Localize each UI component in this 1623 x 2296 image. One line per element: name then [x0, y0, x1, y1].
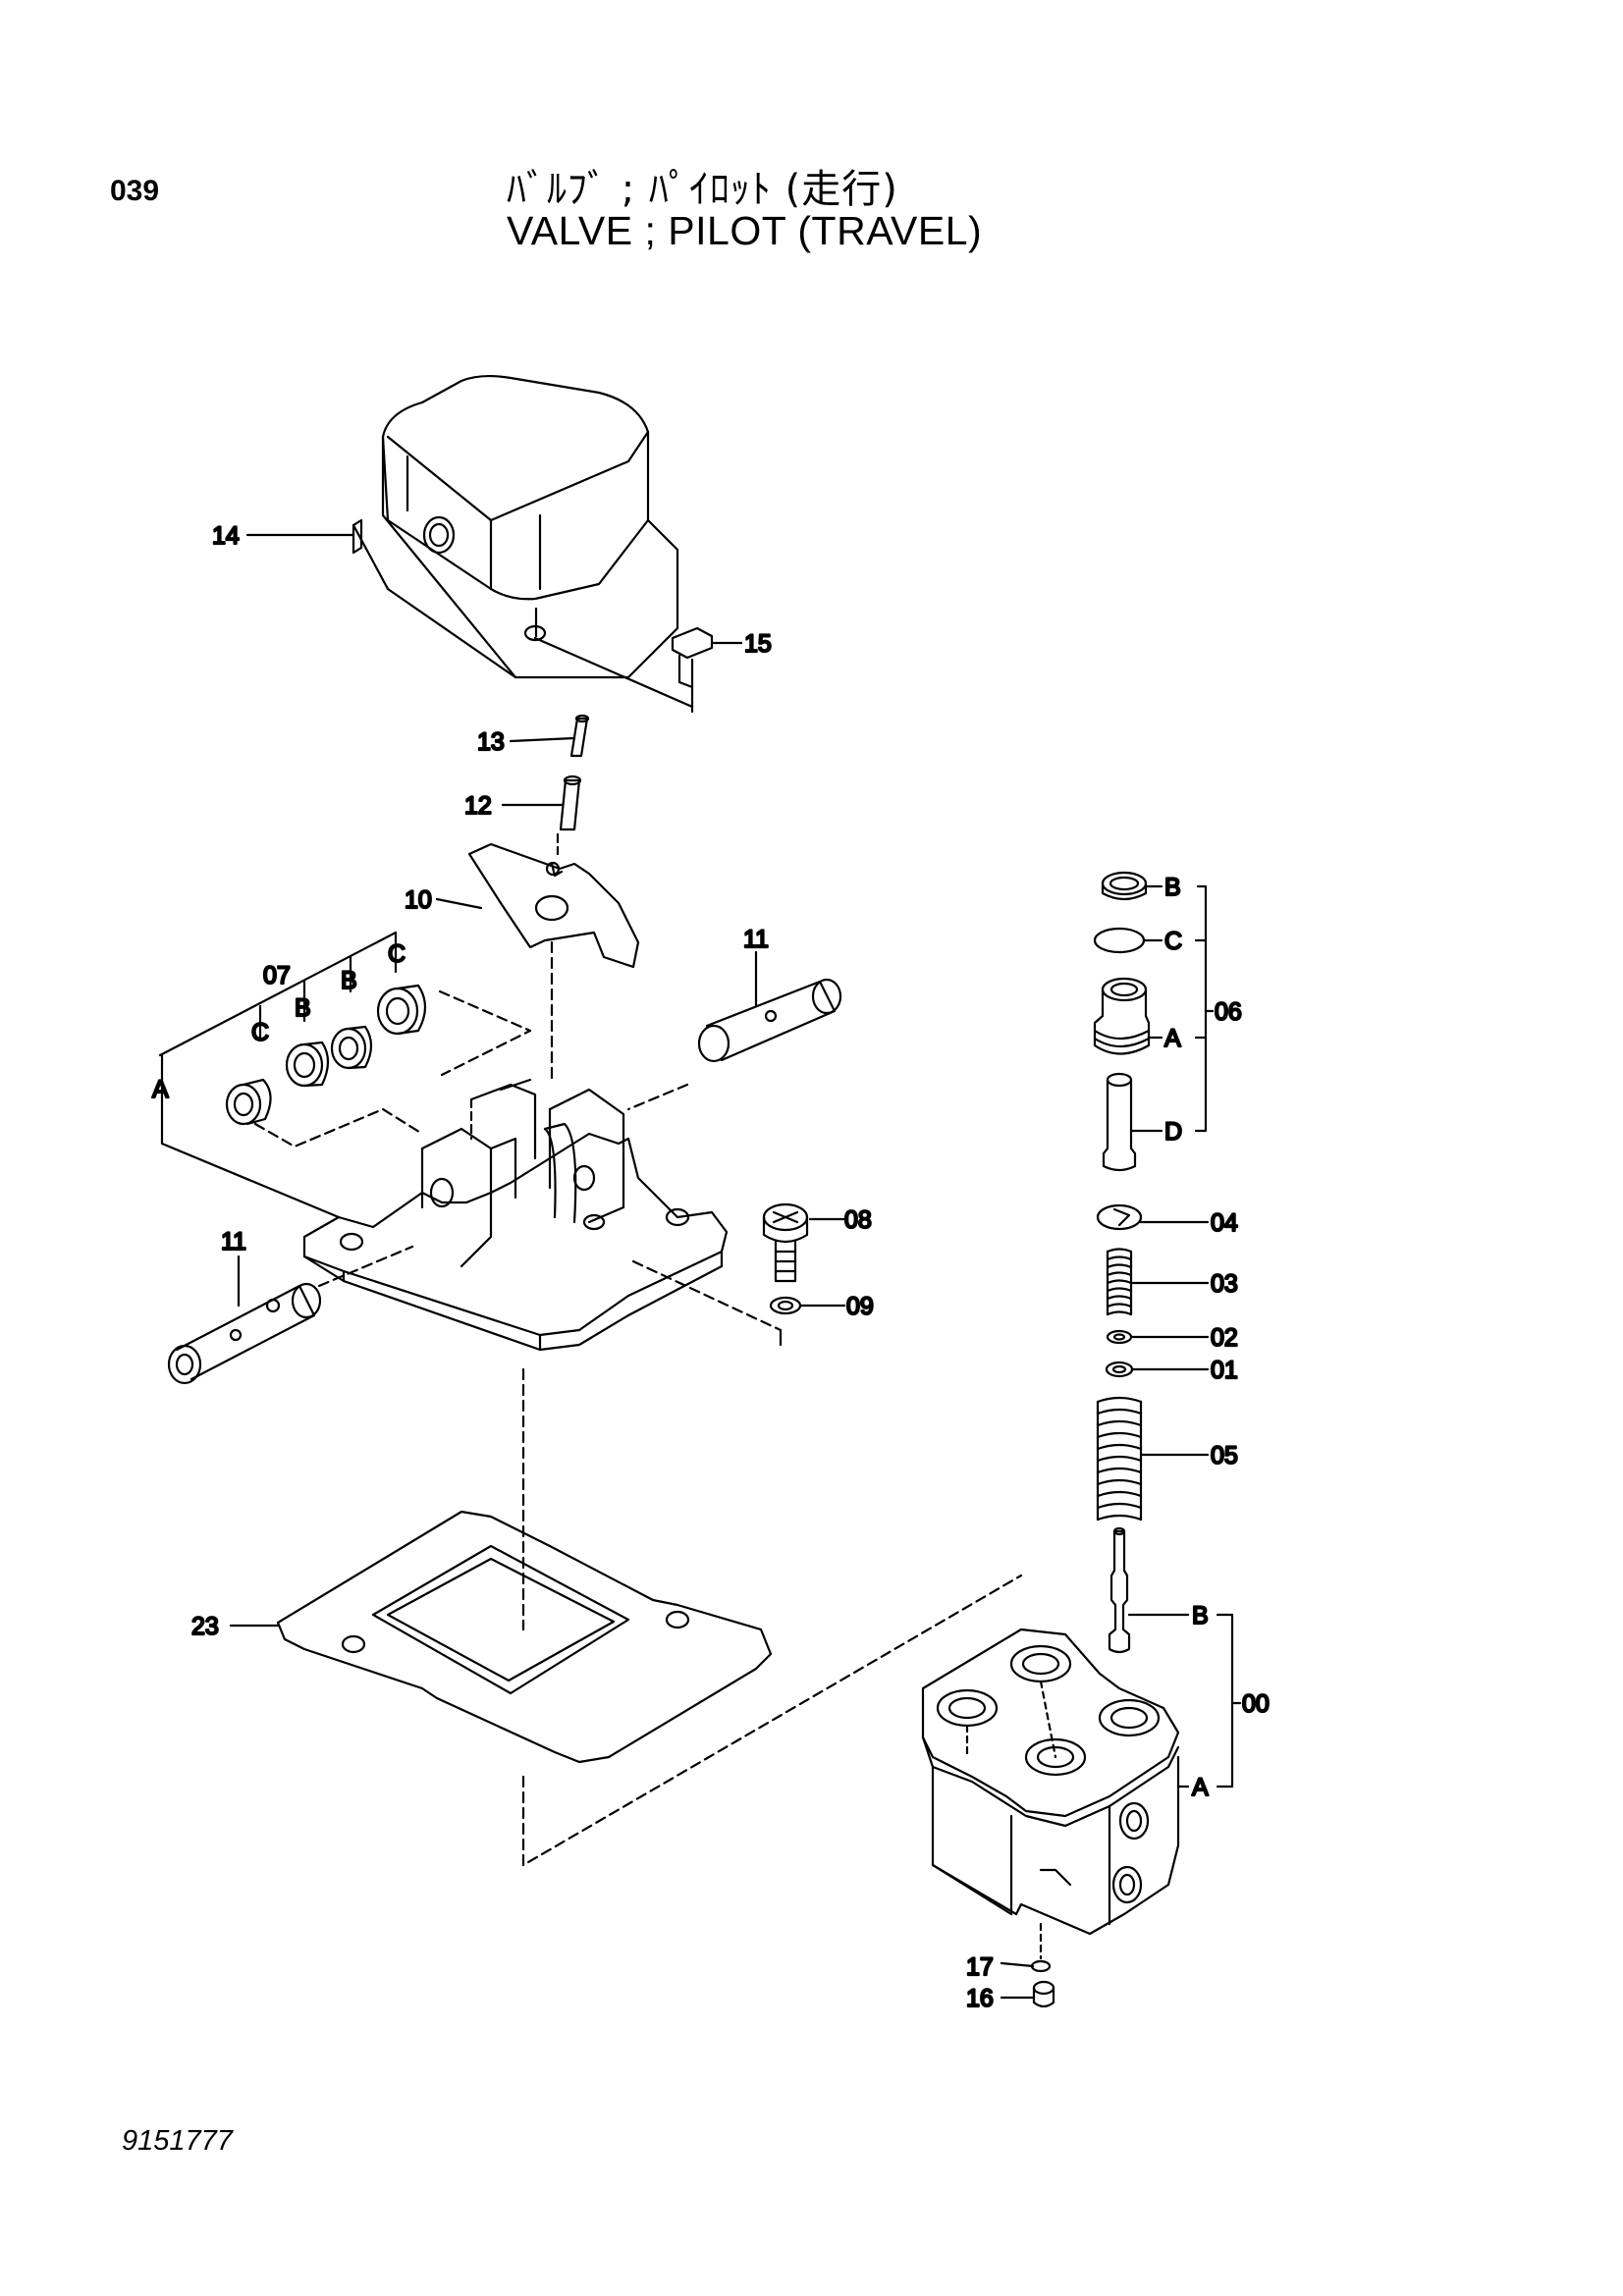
pin-part-13 — [569, 714, 590, 758]
bolt-part-15 — [533, 626, 714, 714]
seal-set-part-07 — [225, 984, 532, 1148]
sub-label-b-left-1: B — [295, 994, 311, 1022]
callout-15: 15 — [744, 630, 772, 658]
callout-16: 16 — [966, 1985, 994, 2012]
section-code: 039 — [110, 175, 160, 207]
washer-part-01 — [1105, 1361, 1134, 1378]
callout-01: 01 — [1211, 1357, 1238, 1384]
callout-10: 10 — [405, 886, 432, 914]
spool-guide-part-06a — [1093, 977, 1151, 1055]
lever-part-10 — [467, 842, 640, 969]
callout-11-lower: 11 — [221, 1228, 246, 1255]
washer-part-09 — [769, 1296, 802, 1315]
sub-label-a-06: A — [1164, 1025, 1181, 1052]
leader-lines — [229, 533, 1242, 2000]
callout-17: 17 — [966, 1953, 994, 1981]
sub-label-b-06: B — [1164, 874, 1181, 901]
cover-part-14 — [352, 374, 679, 679]
callout-13: 13 — [477, 728, 505, 756]
pin-part-11-upper — [626, 978, 842, 1111]
plunger-part-06d — [1102, 1072, 1137, 1172]
callout-08: 08 — [844, 1206, 872, 1234]
callout-06: 06 — [1215, 998, 1242, 1026]
page-title-japanese: ﾊﾞﾙﾌﾞ ; ﾊﾟｲﾛｯﾄ (走行) — [507, 167, 898, 212]
gasket-part-23 — [276, 1510, 773, 1764]
pin-part-11-lower — [167, 1245, 414, 1385]
pilot-valve-body — [302, 1078, 729, 1352]
sub-label-b-00: B — [1192, 1602, 1209, 1629]
sub-label-d-06: D — [1164, 1118, 1182, 1146]
bracket-group-a-left — [158, 931, 398, 1219]
washer-part-02 — [1106, 1329, 1133, 1345]
pin-part-12 — [559, 774, 582, 831]
seat-part-06b — [1101, 871, 1148, 901]
callout-00: 00 — [1242, 1690, 1270, 1718]
sub-label-c-left-1: C — [251, 1019, 269, 1046]
plug-part-16 — [1032, 1980, 1055, 2008]
callout-07: 07 — [263, 962, 291, 989]
sub-label-a-00: A — [1192, 1774, 1209, 1801]
spool-part-00b — [1108, 1526, 1131, 1654]
sub-label-c-left-2: C — [388, 940, 406, 968]
callout-12: 12 — [464, 792, 492, 820]
callout-04: 04 — [1211, 1209, 1238, 1237]
sub-label-b-left-2: B — [341, 967, 357, 994]
o-ring-part-06c — [1093, 927, 1146, 954]
callout-14: 14 — [212, 522, 240, 550]
sub-label-c-06: C — [1164, 928, 1182, 955]
sub-label-a-left: A — [152, 1076, 169, 1103]
callout-02: 02 — [1211, 1324, 1238, 1352]
valve-body-part-00 — [921, 1628, 1180, 1936]
spring-part-03 — [1106, 1248, 1133, 1316]
callout-23: 23 — [191, 1613, 219, 1640]
retainer-part-04 — [1096, 1203, 1143, 1231]
o-ring-part-17 — [1030, 1959, 1052, 1973]
page-title-english: VALVE ; PILOT (TRAVEL) — [507, 208, 983, 253]
document-number: 9151777 — [122, 2125, 233, 2157]
callout-03: 03 — [1211, 1270, 1238, 1298]
callout-11-upper: 11 — [743, 926, 769, 953]
spring-part-05 — [1096, 1396, 1143, 1522]
plug-part-08 — [762, 1202, 809, 1283]
callout-09: 09 — [846, 1293, 874, 1320]
callout-05: 05 — [1211, 1442, 1238, 1469]
